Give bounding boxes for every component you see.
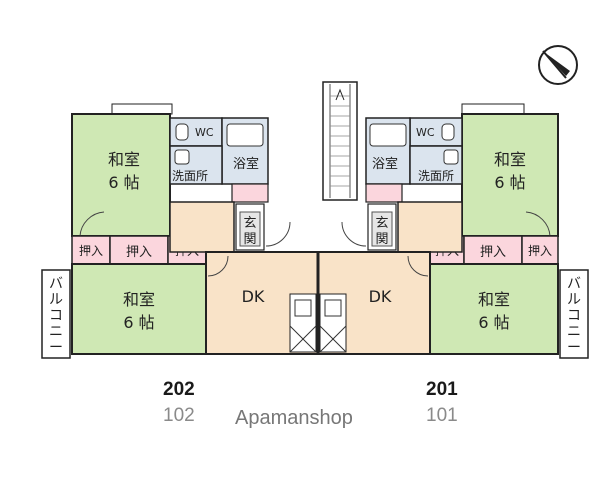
svg-text:6 帖: 6 帖 [494,173,525,192]
svg-text:押入: 押入 [126,245,152,260]
balcony-right: バ ル コ ニ ー [559,269,589,359]
svg-text:6 帖: 6 帖 [123,313,154,332]
svg-text:押入: 押入 [528,244,552,258]
closet-right-2: 押入 [463,235,523,265]
dk-left: DK [205,251,319,355]
closet-left-1: 押入 [71,235,111,265]
svg-text:関: 関 [375,232,388,247]
washitsu-bottom-right: 和室 6 帖 [429,263,559,355]
svg-text:DK: DK [242,287,265,306]
entrance-right: 玄 関 [341,203,397,251]
svg-text:WC: WC [416,126,435,139]
svg-text:浴室: 浴室 [372,156,398,172]
svg-text:和室: 和室 [123,290,155,309]
brand-watermark: Apamanshop [235,407,353,429]
closet-left-2: 押入 [109,235,169,265]
unit-label-102: 102 [163,405,195,426]
stairs [322,81,358,201]
bath-right: 浴室 [365,117,411,185]
svg-text:コ: コ [49,308,63,324]
balcony-left: バ ル コ ニ ー [41,269,71,359]
svg-text:6 帖: 6 帖 [478,313,509,332]
washitsu-bottom-left: 和室 6 帖 [71,263,207,355]
svg-text:ル: ル [567,292,581,308]
svg-text:ニ: ニ [49,324,63,340]
svg-text:玄: 玄 [375,216,388,231]
svg-text:ル: ル [49,292,63,308]
svg-text:浴室: 浴室 [233,156,259,172]
svg-text:押入: 押入 [79,244,103,258]
compass-icon [538,45,578,85]
svg-text:洗面所: 洗面所 [172,169,208,183]
washroom-left: 洗面所 [169,145,223,185]
svg-text:洗面所: 洗面所 [418,169,454,183]
svg-text:押入: 押入 [480,245,506,260]
unit-label-201: 201 [426,379,458,400]
svg-text:和室: 和室 [108,150,140,169]
svg-text:コ: コ [567,308,581,324]
svg-text:和室: 和室 [494,150,526,169]
svg-text:玄: 玄 [243,216,256,231]
washitsu-top-left: 和室 6 帖 [71,113,171,237]
svg-text:6 帖: 6 帖 [108,173,139,192]
wc-right: WC [409,117,463,147]
unit-label-101: 101 [426,405,458,426]
washroom-right: 洗面所 [409,145,463,185]
svg-text:バ: バ [49,276,63,292]
entrance-left: 玄 関 [235,203,291,251]
washitsu-top-right: 和室 6 帖 [461,113,559,237]
svg-text:ー: ー [49,340,63,356]
svg-text:ー: ー [567,340,581,356]
closet-right-3: 押入 [521,235,559,265]
bath-left: 浴室 [221,117,269,185]
svg-text:ニ: ニ [567,324,581,340]
svg-text:WC: WC [195,126,214,139]
svg-text:バ: バ [567,276,581,292]
dk-right: DK [317,251,431,355]
svg-text:関: 関 [243,232,256,247]
unit-label-202: 202 [163,379,195,400]
svg-text:和室: 和室 [478,290,510,309]
svg-text:DK: DK [369,287,392,306]
wc-left: WC [169,117,223,147]
